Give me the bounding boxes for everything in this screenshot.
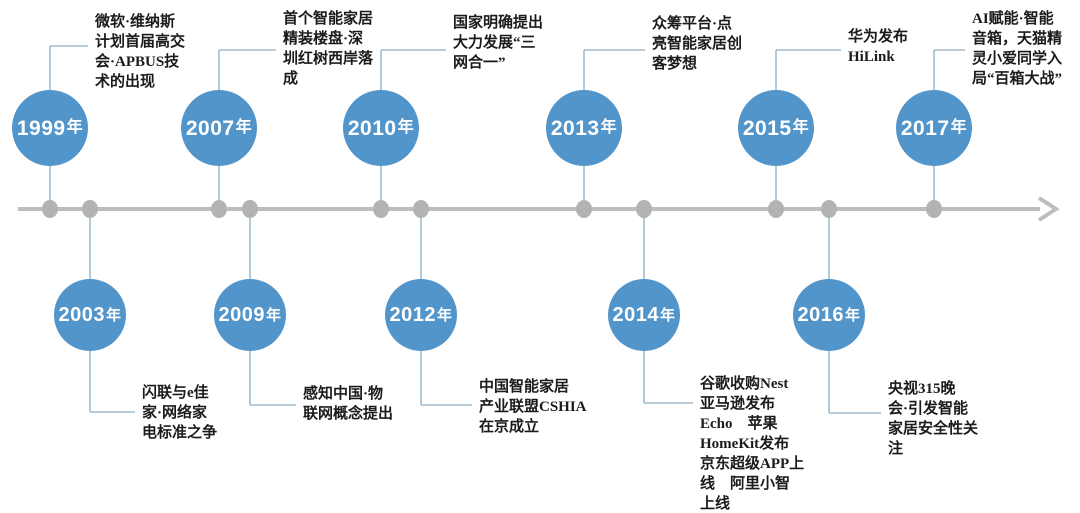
year-suffix: 年 bbox=[792, 119, 810, 136]
event-text-line: 网合一” bbox=[453, 55, 506, 71]
event-text-1999: 微软·维纳斯计划首届高交会·APBUS技术的出现 bbox=[95, 12, 185, 92]
event-text-line: 众筹平台·点 bbox=[652, 16, 733, 32]
year-suffix: 年 bbox=[397, 119, 415, 136]
year-label: 2009 bbox=[218, 304, 265, 326]
year-label: 2012 bbox=[389, 304, 436, 326]
year-suffix: 年 bbox=[105, 306, 122, 324]
year-suffix: 年 bbox=[950, 119, 968, 136]
timeline-dot bbox=[242, 200, 258, 218]
event-text-2010: 国家明确提出大力发展“三网合一” bbox=[453, 13, 543, 73]
year-suffix: 年 bbox=[600, 119, 618, 136]
year-suffix: 年 bbox=[436, 306, 453, 324]
event-text-line: 电标准之争 bbox=[142, 425, 218, 441]
event-text-line: 家居安全性关 bbox=[888, 421, 979, 437]
year-suffix: 年 bbox=[844, 306, 861, 324]
event-text-2016: 央视315晚会·引发智能家居安全性关注 bbox=[888, 379, 978, 459]
timeline-dot bbox=[576, 200, 592, 218]
event-text-line: 成 bbox=[283, 71, 299, 87]
year-label: 2015 bbox=[742, 116, 792, 140]
timeline-dot bbox=[373, 200, 389, 218]
event-text-2013: 众筹平台·点亮智能家居创客梦想 bbox=[652, 14, 742, 74]
year-label: 2003 bbox=[58, 304, 105, 326]
timeline-dot bbox=[42, 200, 58, 218]
event-text-line: 灵小爱同学入 bbox=[972, 51, 1063, 67]
event-text-line: AI赋能·智能 bbox=[972, 11, 1054, 27]
event-text-line: 线 阿里小智 bbox=[700, 476, 791, 492]
timeline-dot bbox=[82, 200, 98, 218]
event-text-line: HiLink bbox=[848, 49, 895, 65]
event-text-2007: 首个智能家居精装楼盘·深圳红树西岸落成 bbox=[283, 9, 373, 89]
event-text-2012: 中国智能家居产业联盟CSHIA 在京成立 bbox=[479, 377, 587, 437]
year-suffix: 年 bbox=[659, 306, 676, 324]
year-label: 1999 bbox=[16, 116, 66, 140]
axis-arrowhead-icon bbox=[1037, 196, 1060, 222]
event-text-2014: 谷歌收购Nest 亚马逊发布 Echo 苹果 HomeKit发布京东超级APP上线 阿… bbox=[700, 374, 804, 513]
event-text-line: 华为发布 bbox=[848, 29, 909, 45]
year-label: 2013 bbox=[550, 116, 600, 140]
event-text-line: 圳红树西岸落 bbox=[283, 51, 374, 67]
event-text-2017: AI赋能·智能音箱，天猫精灵小爱同学入局“百箱大战” bbox=[972, 9, 1062, 89]
event-text-line: 上线 bbox=[700, 496, 731, 512]
timeline-dot bbox=[413, 200, 429, 218]
timeline-dot bbox=[926, 200, 942, 218]
event-text-2003: 闪联与e佳家·网络家电标准之争 bbox=[142, 383, 217, 443]
event-text-line: 闪联与e佳 bbox=[142, 385, 209, 401]
event-text-line: 谷歌收购Nest bbox=[700, 376, 789, 392]
event-text-line: 注 bbox=[888, 441, 904, 457]
year-suffix: 年 bbox=[235, 119, 253, 136]
event-text-line: 微软·维纳斯 bbox=[95, 14, 176, 30]
event-text-line: Echo 苹果 bbox=[700, 416, 778, 432]
timeline-dot bbox=[821, 200, 837, 218]
event-text-line: 术的出现 bbox=[95, 74, 156, 90]
event-text-line: 会·APBUS技 bbox=[95, 54, 180, 70]
event-text-line: HomeKit发布 bbox=[700, 436, 790, 452]
timeline-dot bbox=[768, 200, 784, 218]
year-label: 2007 bbox=[185, 116, 235, 140]
event-text-line: 感知中国·物 bbox=[303, 386, 384, 402]
event-text-line: 产业联盟CSHIA bbox=[479, 399, 587, 415]
event-text-line: 中国智能家居 bbox=[479, 379, 570, 395]
event-text-line: 联网概念提出 bbox=[303, 406, 394, 422]
event-text-line: 亮智能家居创 bbox=[652, 36, 743, 52]
event-text-line: 大力发展“三 bbox=[453, 35, 536, 51]
year-label: 2017 bbox=[900, 116, 950, 140]
event-text-line: 国家明确提出 bbox=[453, 15, 544, 31]
timeline-dot bbox=[211, 200, 227, 218]
event-text-line: 计划首届高交 bbox=[95, 34, 186, 50]
event-text-line: 央视315晚 bbox=[888, 381, 956, 397]
event-text-line: 在京成立 bbox=[479, 419, 540, 435]
event-text-line: 会·引发智能 bbox=[888, 401, 969, 417]
year-label: 2014 bbox=[612, 304, 659, 326]
year-suffix: 年 bbox=[66, 119, 84, 136]
event-text-line: 京东超级APP上 bbox=[700, 456, 805, 472]
event-text-line: 客梦想 bbox=[652, 56, 698, 72]
year-label: 2010 bbox=[347, 116, 397, 140]
timeline-dot bbox=[636, 200, 652, 218]
event-text-line: 家·网络家 bbox=[142, 405, 208, 421]
event-text-line: 局“百箱大战” bbox=[972, 71, 1063, 87]
event-text-line: 首个智能家居 bbox=[283, 11, 374, 27]
event-text-2015: 华为发布 HiLink bbox=[848, 27, 908, 67]
event-text-line: 精装楼盘·深 bbox=[283, 31, 364, 47]
event-text-line: 音箱，天猫精 bbox=[972, 31, 1063, 47]
event-text-line: 亚马逊发布 bbox=[700, 396, 776, 412]
year-label: 2016 bbox=[797, 304, 844, 326]
year-suffix: 年 bbox=[265, 306, 282, 324]
event-text-2009: 感知中国·物联网概念提出 bbox=[303, 384, 393, 424]
